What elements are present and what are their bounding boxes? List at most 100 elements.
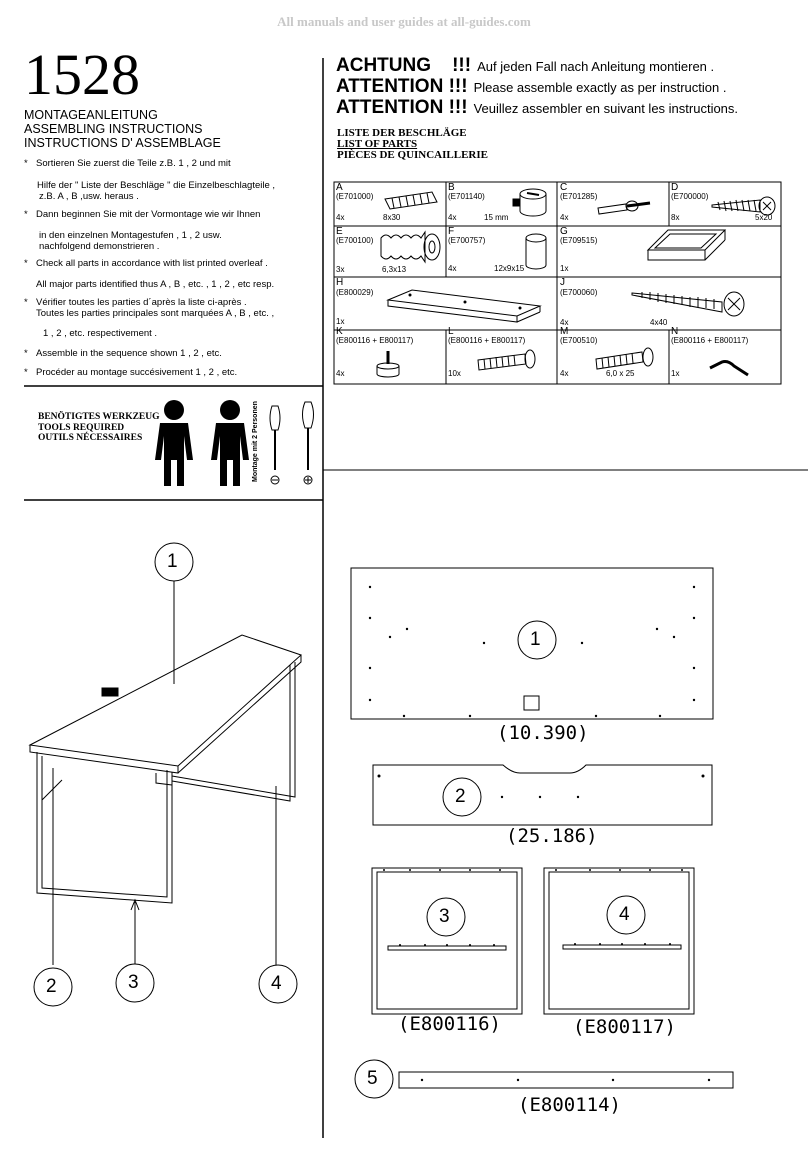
part-qty: 4x	[560, 213, 569, 222]
parts-title-en: LIST OF PARTS	[337, 138, 418, 150]
part-code: (E701285)	[560, 192, 598, 201]
title-fr: INSTRUCTIONS D' ASSEMBLAGE	[24, 136, 221, 150]
warning-fr: ATTENTION !!! Veuillez assembler en suiv…	[336, 97, 738, 118]
person-icon	[211, 400, 249, 486]
callout-number: 3	[439, 906, 450, 927]
part-letter: C	[560, 182, 568, 193]
parts-title-fr: PIÈCES DE QUINCAILLERIE	[337, 149, 488, 161]
part-qty: 4x	[560, 318, 569, 327]
part-size: 6,3x13	[382, 265, 407, 274]
instruction-line: All major parts identified thus A , B , …	[36, 279, 275, 290]
part-k-glide-drawing	[376, 351, 400, 378]
instruction-titles: MONTAGEANLEITUNG ASSEMBLING INSTRUCTIONS…	[24, 108, 221, 150]
bullet-star: *	[24, 297, 28, 308]
part-m-bolt-drawing	[595, 347, 654, 370]
part-h-strip-drawing	[386, 289, 542, 323]
callout-number: 4	[271, 973, 282, 994]
panel-label: (E800116)	[398, 1013, 501, 1035]
part-code: (E800116 + E800117)	[448, 336, 526, 345]
part-d-screw-drawing	[711, 196, 776, 216]
screwdriver-icon	[269, 405, 281, 485]
instruction-line: Hilfe der " Liste der Beschläge " die Ei…	[37, 180, 276, 191]
part-code: (E709515)	[560, 236, 598, 245]
instruction-line: nachfolgend demonstrieren .	[39, 241, 160, 252]
part-code: (E700100)	[336, 236, 374, 245]
parts-title-de: LISTE DER BESCHLÄGE	[337, 127, 467, 139]
part-qty: 4x	[336, 369, 345, 378]
instruction-line: z.B. A , B ,usw. heraus .	[39, 191, 139, 202]
instruction-line: in den einzelnen Montagestufen , 1 , 2 u…	[39, 230, 222, 241]
callout-number: 1	[167, 551, 178, 572]
part-code: (E700510)	[560, 336, 598, 345]
parts-table	[333, 181, 782, 385]
part-size: 12x9x15	[494, 264, 525, 273]
callout-number: 1	[530, 629, 541, 650]
part-size: 15 mm	[484, 213, 509, 222]
instruction-line: Dann beginnen Sie mit der Vormontage wie…	[36, 209, 261, 220]
part-code: (E700000)	[671, 192, 709, 201]
tools-title-fr: OUTILS NÉCESSAIRES	[38, 433, 143, 443]
panel-label: (25.186)	[506, 825, 598, 847]
person-icon	[155, 400, 193, 486]
part-qty: 10x	[448, 369, 461, 378]
part-code: (E700060)	[560, 288, 598, 297]
part-qty: 4x	[560, 369, 569, 378]
instruction-line: 1 , 2 , etc. respectivement .	[43, 328, 158, 339]
warning-block: ACHTUNG !!! Auf jeden Fall nach Anleitun…	[336, 55, 738, 118]
bullet-star: *	[24, 348, 28, 359]
part-code: (E800116 + E800117)	[671, 336, 749, 345]
part-qty: 4x	[448, 213, 457, 222]
callout-number: 4	[619, 904, 630, 925]
screwdriver-icon	[302, 401, 314, 485]
part-qty: 1x	[336, 317, 345, 326]
callout-circle	[154, 542, 194, 582]
part-qty: 1x	[560, 264, 569, 273]
part-letter: N	[671, 326, 679, 337]
callout-number: 5	[367, 1068, 378, 1089]
callout-circle	[33, 967, 73, 1007]
bullet-star: *	[24, 258, 28, 269]
part-j-screw-drawing	[631, 291, 745, 317]
panel-3-frame	[371, 867, 523, 1015]
part-size: 4x40	[650, 318, 668, 327]
part-qty: 3x	[336, 265, 345, 274]
part-qty: 1x	[671, 369, 680, 378]
instruction-line: Vérifier toutes les parties d´après la l…	[36, 297, 247, 308]
warning-word: ACHTUNG !!!	[336, 55, 472, 76]
panel-2-back	[372, 764, 713, 826]
warning-word: ATTENTION !!!	[336, 76, 468, 97]
part-letter: D	[671, 182, 679, 193]
part-letter: K	[336, 326, 343, 337]
part-code: (E701000)	[336, 192, 374, 201]
title-en: ASSEMBLING INSTRUCTIONS	[24, 122, 203, 136]
part-code: (E700757)	[448, 236, 486, 245]
tools-title-en: TOOLS REQUIRED	[38, 422, 125, 433]
instruction-line: Check all parts in accordance with list …	[36, 258, 268, 269]
arrow-icon	[130, 898, 140, 911]
part-qty: 4x	[448, 264, 457, 273]
part-letter: G	[560, 226, 568, 237]
callout-circle	[115, 963, 155, 1003]
part-code: (E800029)	[336, 288, 374, 297]
callout-circle	[258, 964, 298, 1004]
instruction-line: Assemble in the sequence shown 1 , 2 , e…	[36, 348, 222, 359]
instruction-line: Sortieren Sie zuerst die Teile z.B. 1 , …	[36, 158, 231, 169]
model-number: 1528	[24, 42, 140, 107]
part-letter: A	[336, 182, 343, 193]
part-n-key-drawing	[709, 360, 749, 377]
part-letter: M	[560, 326, 569, 337]
warning-word: ATTENTION !!!	[336, 97, 468, 118]
callout-number: 3	[128, 972, 139, 993]
bullet-star: *	[24, 367, 28, 378]
part-code: (E701140)	[448, 192, 485, 201]
warning-text: Veuillez assembler en suivant les instru…	[473, 101, 739, 116]
warning-de: ACHTUNG !!! Auf jeden Fall nach Anleitun…	[336, 55, 738, 76]
panel-4-frame	[543, 867, 695, 1015]
tools-title-de: BENÖTIGTES WERKZEUG	[38, 412, 160, 422]
panel-label: (E800117)	[573, 1016, 676, 1038]
part-letter: H	[336, 277, 344, 288]
panel-5-bar	[354, 1059, 734, 1099]
instruction-line: Procéder au montage succésivement 1 , 2 …	[36, 367, 238, 378]
part-letter: J	[560, 277, 565, 288]
